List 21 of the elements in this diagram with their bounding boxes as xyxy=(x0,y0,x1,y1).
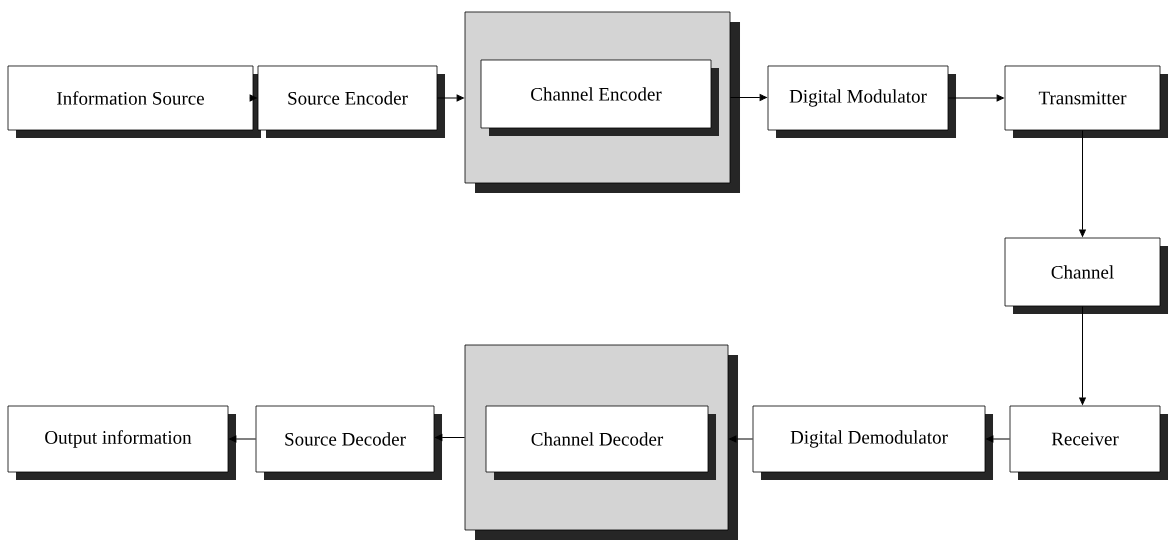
arrow xyxy=(435,434,466,441)
process-box: Channel xyxy=(1004,237,1168,314)
process-box: Digital Demodulator xyxy=(752,405,993,480)
process-box: Channel Encoder xyxy=(480,59,719,136)
process-box: Output information xyxy=(7,405,236,480)
process-box: Receiver xyxy=(1009,405,1168,480)
arrow xyxy=(229,435,257,443)
arrow xyxy=(249,94,257,102)
arrow xyxy=(986,435,1011,443)
arrow xyxy=(1079,129,1086,237)
process-box: Source Encoder xyxy=(257,65,445,138)
process-box: Source Decoder xyxy=(255,405,442,480)
process-box: Digital Modulator xyxy=(767,65,956,138)
arrow xyxy=(729,94,767,101)
arrow xyxy=(729,435,754,443)
process-box: Information Source xyxy=(7,65,261,138)
arrow xyxy=(1079,305,1086,405)
arrow xyxy=(947,94,1004,102)
process-box: Channel Decoder xyxy=(485,405,716,480)
process-box: Transmitter xyxy=(1004,65,1168,138)
arrow xyxy=(436,94,464,102)
